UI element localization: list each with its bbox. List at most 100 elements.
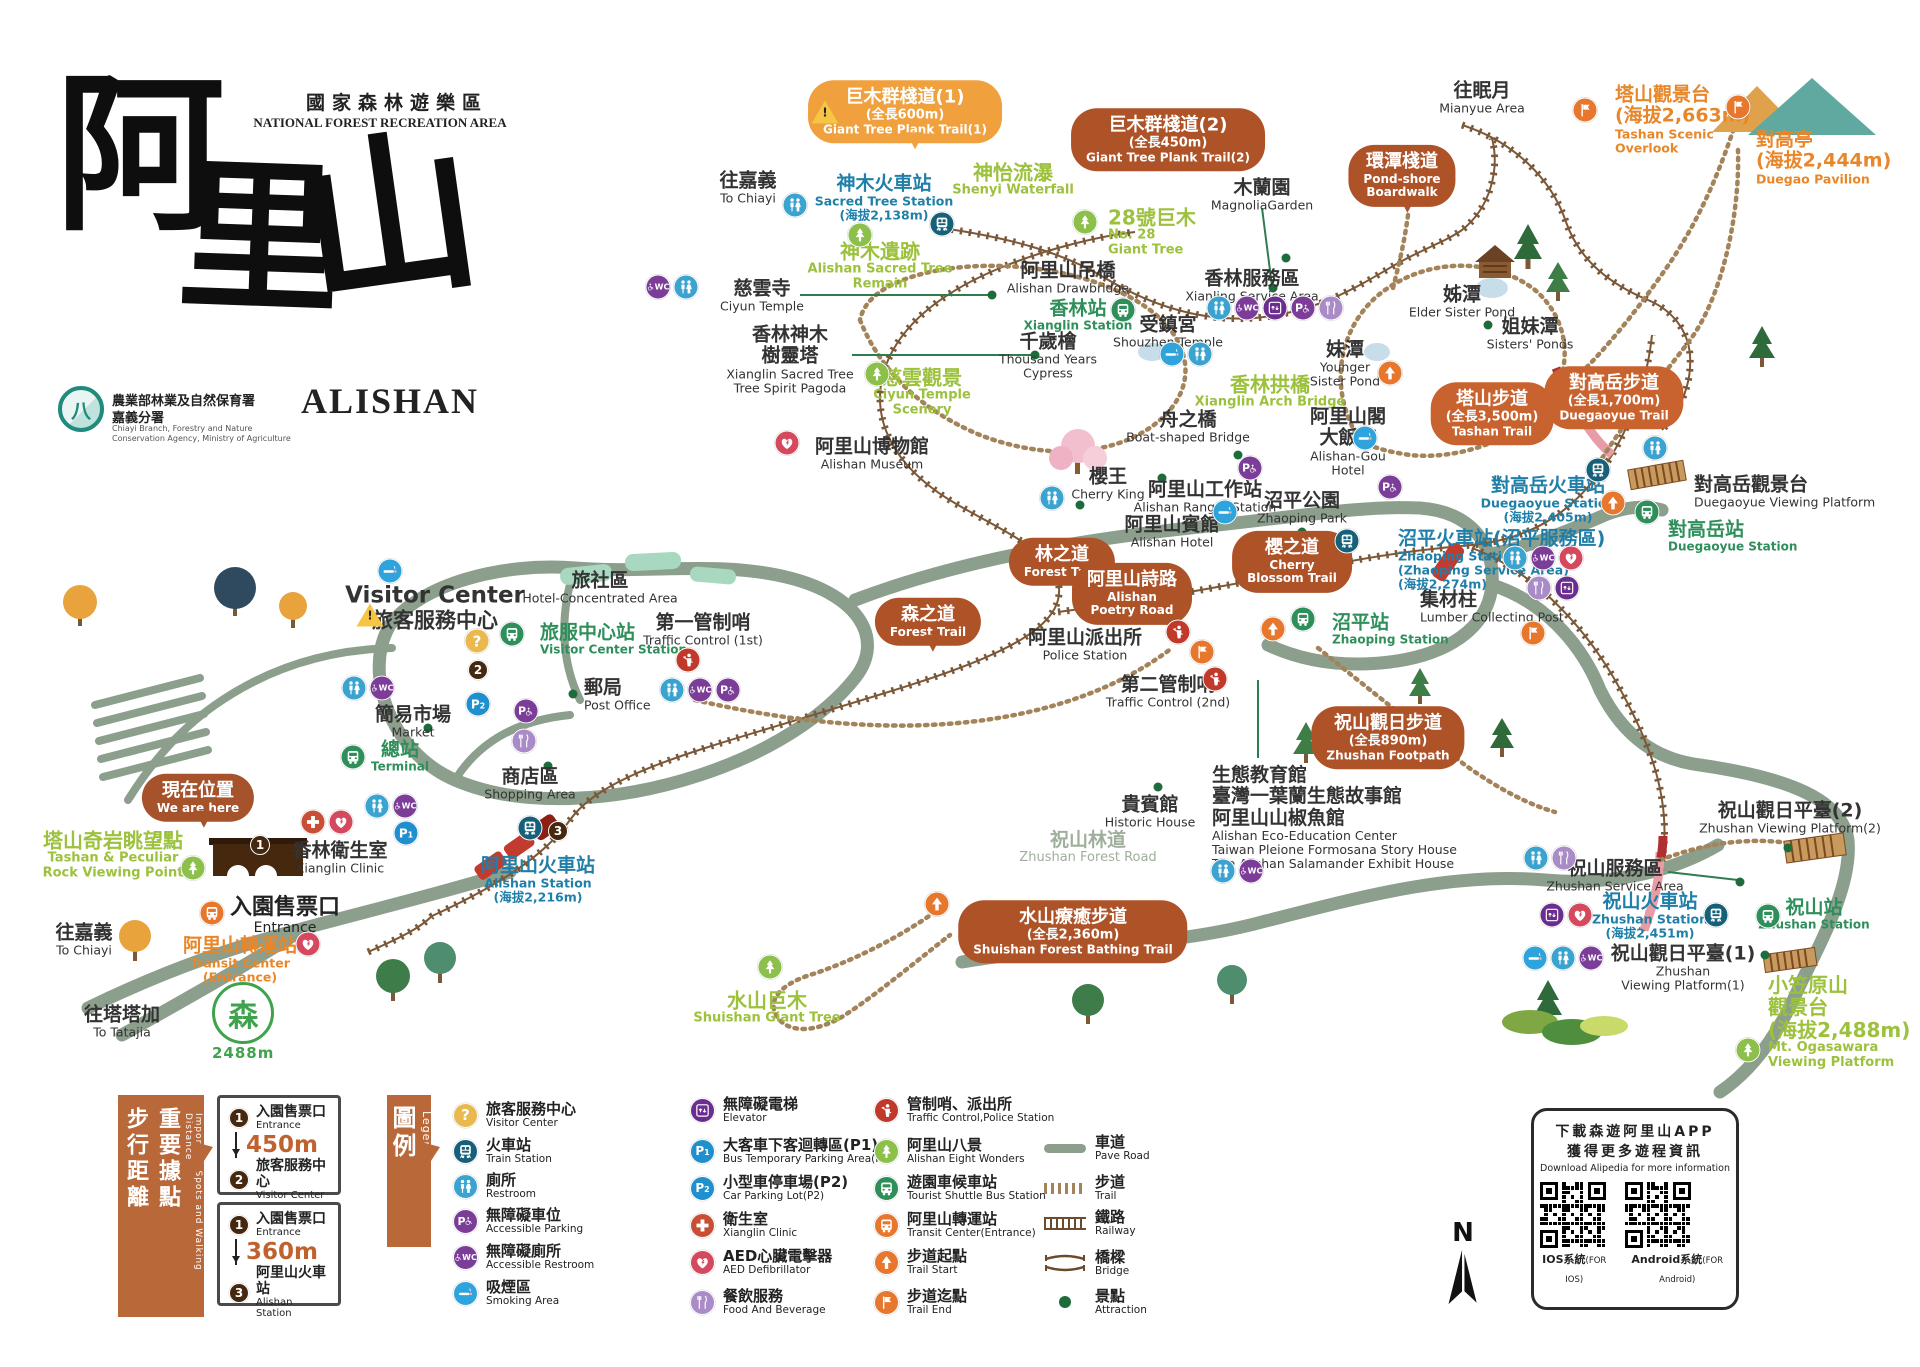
restroom-icon <box>1550 945 1576 971</box>
aed-icon <box>1567 902 1593 928</box>
clinic-icon <box>300 809 326 835</box>
compass: N <box>1440 1218 1486 1310</box>
agency-name-en2: Conservation Agency, Ministry of Agricul… <box>112 434 291 443</box>
bridge-sample <box>1043 1254 1087 1272</box>
apark-icon: P <box>715 677 741 703</box>
icon-cluster: 3 <box>548 821 568 841</box>
elevator-icon <box>1554 575 1580 601</box>
rail-sample <box>1043 1216 1087 1230</box>
area-title-en: NATIONAL FOREST RECREATION AREA <box>253 115 507 130</box>
trailend-icon <box>1189 639 1215 665</box>
traffic-icon <box>675 647 701 673</box>
ios-qr-code <box>1540 1182 1606 1248</box>
zhushan-footpath-label: 祝山觀日步道(全長890m)Zhushan Footpath <box>1311 706 1465 770</box>
calligraphy-a: 阿 <box>55 55 226 255</box>
legend-header-cn: 圖例 <box>388 1105 416 1161</box>
elevator-icon <box>690 1097 715 1123</box>
icon-cluster <box>1526 575 1580 601</box>
p2-icon: P2 <box>690 1175 715 1201</box>
apark-icon: P <box>453 1208 478 1234</box>
north-arrow-icon <box>1448 1249 1479 1306</box>
giant-tree-plank-trail-2-label: 巨木群棧道(2)(全長450m)Giant Tree Plank Trail(2… <box>1071 108 1265 172</box>
giant-tree-plank-trail-1-label: 巨木群棧道(1)(全長600m)Giant Tree Plank Trail(1… <box>808 80 1002 144</box>
elevator-icon <box>1262 295 1288 321</box>
agency-logo: 八 <box>58 386 104 432</box>
restroom-icon <box>341 675 367 701</box>
restroom-icon <box>659 677 685 703</box>
restroom-icon <box>1523 845 1549 871</box>
awc-icon: WC <box>1234 295 1260 321</box>
icon-cluster <box>924 891 950 917</box>
traffic-icon <box>1202 666 1228 692</box>
icon-cluster: WC <box>364 793 418 819</box>
smoke-icon <box>1352 425 1378 451</box>
train-icon <box>929 211 955 237</box>
icon-cluster <box>1725 94 1751 120</box>
icon-cluster <box>1260 616 1286 642</box>
train-icon <box>453 1138 478 1164</box>
attraction-dot <box>1783 843 1793 853</box>
icon-cluster <box>1334 528 1360 554</box>
attraction-dot <box>1735 877 1745 887</box>
wonders-icon <box>757 954 783 980</box>
area-title-cn: 國家森林遊樂區 <box>305 92 488 114</box>
aed-icon <box>1558 545 1584 571</box>
icon-cluster: WC <box>1522 945 1604 971</box>
icon-cluster <box>1642 435 1668 461</box>
restroom-icon <box>1210 858 1236 884</box>
icon-cluster: ! <box>811 100 839 125</box>
restroom-icon <box>1502 545 1528 571</box>
legend-header-en: Legend <box>420 1111 433 1158</box>
icon-cluster <box>1520 620 1546 646</box>
aed-icon <box>774 430 800 456</box>
food-icon <box>1526 575 1552 601</box>
icon-cluster <box>295 931 321 957</box>
attraction-dot <box>1075 500 1085 510</box>
android-label: Android系統 <box>1631 1253 1703 1266</box>
icon-cluster <box>1110 297 1136 323</box>
smoke-icon <box>1159 341 1185 367</box>
icon-cluster <box>1352 425 1378 451</box>
aed-icon <box>295 931 321 957</box>
num1-icon: 1 <box>250 835 270 855</box>
cherry-tree <box>1049 429 1107 474</box>
icon-cluster: ? <box>464 628 490 654</box>
num1-icon: 1 <box>229 1108 249 1129</box>
icon-cluster <box>1539 902 1593 928</box>
shuttle-icon <box>1634 499 1660 525</box>
trees <box>63 567 1247 1024</box>
icon-cluster: WC <box>1210 858 1264 884</box>
food-icon <box>511 728 537 754</box>
